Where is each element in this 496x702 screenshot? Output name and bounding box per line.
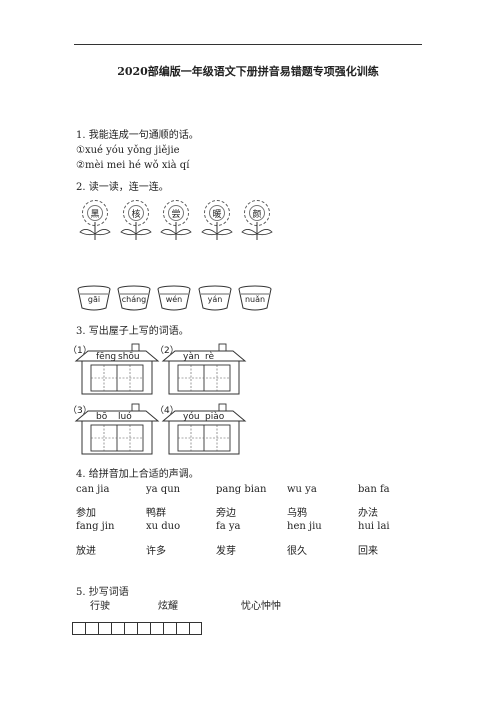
copy-grid[interactable] — [72, 622, 202, 635]
house-number: （2） — [155, 346, 179, 356]
flower-char: 核 — [131, 209, 141, 220]
house-pinyin-2: piào — [205, 412, 225, 422]
grid-cell[interactable] — [163, 622, 176, 635]
stem-leaf-icon — [120, 222, 152, 240]
stem-leaf-icon — [201, 222, 233, 240]
pot-pinyin: gāi — [87, 295, 101, 304]
flower-pot[interactable]: wén — [156, 285, 192, 311]
pot-icon — [157, 285, 191, 311]
grid-cell[interactable] — [98, 622, 111, 635]
pinyin-item[interactable]: hui lai — [358, 521, 390, 532]
hanzi-item: 很久 — [287, 546, 307, 557]
q1-heading: 1. 我能连成一句通顺的话。 — [76, 130, 199, 141]
house-pinyin-1: fēng — [96, 352, 117, 362]
stem-leaf-icon — [79, 222, 111, 240]
flower-card[interactable]: 颜 — [238, 200, 276, 240]
house-pinyin-1: yàn — [183, 352, 200, 362]
house-icon — [161, 403, 247, 455]
house-pinyin-2: luó — [118, 412, 132, 422]
q2-heading: 2. 读一读，连一连。 — [76, 182, 169, 193]
pinyin-item[interactable]: pang bian — [216, 484, 267, 495]
pinyin-item[interactable]: xu duo — [146, 521, 181, 532]
hanzi-item: 乌鸦 — [287, 508, 307, 519]
pinyin-item[interactable]: ban fa — [358, 484, 390, 495]
q3-heading: 3. 写出屋子上写的词语。 — [76, 326, 189, 337]
grid-cell[interactable] — [72, 622, 85, 635]
flower-char: 黑 — [90, 209, 100, 220]
flower-head: 核 — [123, 200, 149, 226]
hanzi-item: 许多 — [146, 546, 166, 557]
flower-pot[interactable]: cháng — [116, 285, 152, 311]
pot-pinyin: nuǎn — [244, 295, 266, 304]
grid-cell[interactable] — [189, 622, 202, 635]
stem-leaf-icon — [241, 222, 273, 240]
grid-cell[interactable] — [124, 622, 137, 635]
house-pinyin-2: shōu — [118, 352, 140, 362]
flower-pot[interactable]: gāi — [76, 285, 112, 311]
pot-pinyin: wén — [165, 295, 183, 304]
house-pinyin-1: yóu — [183, 412, 200, 422]
flower-char: 暖 — [212, 209, 222, 220]
q1-line-2: ②mèi mei hé wǒ xià qí — [76, 160, 190, 171]
pot-icon — [198, 285, 232, 311]
pot-pinyin: yán — [207, 295, 223, 304]
grid-cell[interactable] — [150, 622, 163, 635]
flower-card[interactable]: 尝 — [157, 200, 195, 240]
house-pinyin-2: rè — [205, 352, 215, 362]
hanzi-item: 回来 — [358, 546, 378, 557]
pinyin-item[interactable]: fang jin — [76, 521, 115, 532]
flower-card[interactable]: 暖 — [198, 200, 236, 240]
hanzi-item: 发芽 — [216, 546, 236, 557]
pinyin-item[interactable]: ya qun — [146, 484, 181, 495]
grid-cell[interactable] — [137, 622, 150, 635]
q5-word-2: 炫耀 — [158, 601, 178, 612]
q1-line-1: ①xué yóu yǒng jiějie — [76, 145, 180, 156]
q4-heading: 4. 给拼音加上合适的声调。 — [76, 469, 199, 480]
flower-char: 尝 — [171, 209, 181, 220]
grid-cell[interactable] — [176, 622, 189, 635]
flower-pot[interactable]: yán — [197, 285, 233, 311]
house-icon — [74, 403, 160, 455]
pot-icon — [238, 285, 272, 311]
pot-icon — [117, 285, 151, 311]
q5-heading: 5. 抄写词语 — [76, 587, 129, 598]
hanzi-item: 参加 — [76, 508, 96, 519]
house-number: （4） — [155, 406, 179, 416]
pinyin-item[interactable]: fa ya — [216, 521, 241, 532]
flower-head: 黑 — [82, 200, 108, 226]
flower-card[interactable]: 核 — [117, 200, 155, 240]
hanzi-item: 办法 — [358, 508, 378, 519]
top-rule — [74, 44, 422, 45]
hanzi-item: 鸭群 — [146, 508, 166, 519]
house-icon — [74, 343, 160, 395]
page-title: 2020部编版一年级语文下册拼音易错题专项强化训练 — [117, 65, 379, 78]
pot-pinyin: cháng — [121, 295, 147, 304]
pinyin-item[interactable]: hen jiu — [287, 521, 322, 532]
pinyin-item[interactable]: wu ya — [287, 484, 317, 495]
flower-pot[interactable]: nuǎn — [237, 285, 273, 311]
house-number: （1） — [68, 346, 92, 356]
pot-icon — [77, 285, 111, 311]
flower-card[interactable]: 黑 — [76, 200, 114, 240]
house-number: （3） — [68, 406, 92, 416]
hanzi-item: 旁边 — [216, 508, 236, 519]
q5-word-1: 行驶 — [90, 601, 110, 612]
pinyin-item[interactable]: can jia — [76, 484, 110, 495]
hanzi-item: 放进 — [76, 546, 96, 557]
flower-char: 颜 — [252, 209, 262, 220]
house-icon — [161, 343, 247, 395]
grid-cell[interactable] — [85, 622, 98, 635]
house-pinyin-1: bō — [96, 412, 108, 422]
stem-leaf-icon — [160, 222, 192, 240]
grid-cell[interactable] — [111, 622, 124, 635]
q5-word-3: 忧心忡忡 — [241, 601, 281, 612]
flower-head: 尝 — [163, 200, 189, 226]
